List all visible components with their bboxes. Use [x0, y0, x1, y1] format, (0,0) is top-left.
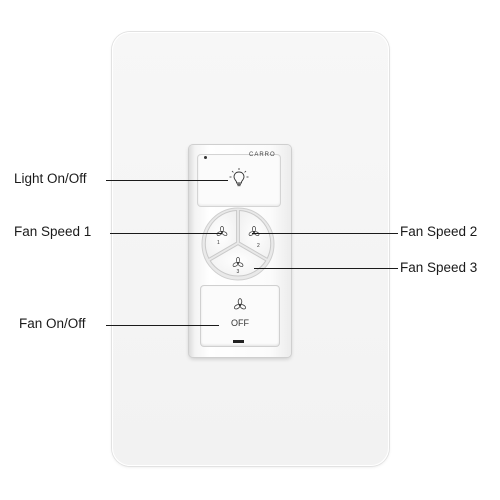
light-bulb-icon	[229, 168, 249, 187]
leader-fan-speed-1	[110, 233, 222, 234]
speed-1-number: 1	[217, 240, 220, 246]
leader-fan-speed-2	[252, 233, 398, 234]
leader-light	[106, 180, 228, 181]
speed-2-number: 2	[257, 243, 260, 249]
callout-fan-speed-1: Fan Speed 1	[14, 224, 92, 239]
callout-fan-power: Fan On/Off	[19, 316, 86, 331]
callout-light: Light On/Off	[14, 171, 87, 186]
speed-3-number: 3	[237, 269, 240, 275]
leader-fan-speed-3	[254, 268, 398, 269]
fan-icon	[234, 298, 246, 310]
indicator-dot	[204, 156, 207, 159]
fan-icon	[248, 226, 260, 236]
off-label: OFF	[231, 318, 249, 328]
callout-fan-speed-3: Fan Speed 3	[400, 260, 478, 275]
fan-power-button[interactable]: OFF	[201, 286, 279, 346]
fan-speed-3-button[interactable]	[209, 244, 267, 277]
fan-icon	[216, 226, 228, 236]
brand-logo: CARRO	[249, 152, 276, 158]
status-led	[233, 340, 244, 343]
fan-icon	[232, 257, 244, 267]
callout-fan-speed-2: Fan Speed 2	[400, 224, 478, 239]
fan-speed-dial: 1 2 3	[201, 207, 275, 281]
leader-fan-power	[106, 325, 219, 326]
